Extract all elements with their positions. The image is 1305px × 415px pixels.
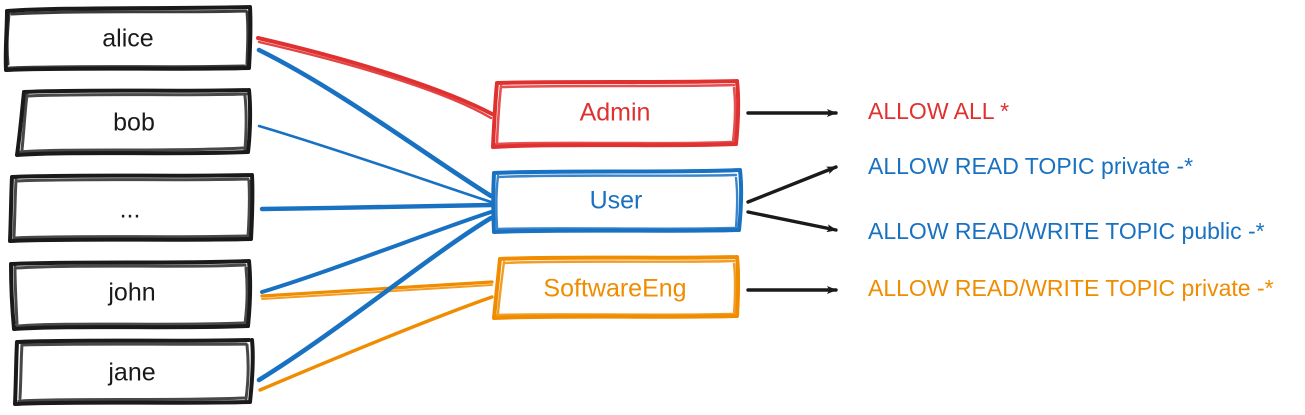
assignment-edges (256, 36, 494, 392)
edge-jane-softwareeng (258, 295, 494, 392)
rule-label-read-private: ALLOW READ TOPIC private -* (868, 153, 1193, 179)
edge-alice-admin (256, 36, 494, 120)
user-label-jane: jane (107, 359, 155, 387)
user-label-john: john (107, 279, 155, 307)
edge-ellipsis-user (259, 202, 494, 212)
user-node-bob[interactable]: bob (15, 88, 253, 157)
edge-bob-user (257, 124, 493, 204)
edge-jane-user (256, 215, 494, 383)
user-label-ellipsis: ... (120, 196, 141, 224)
user-node-ellipsis[interactable]: ... (8, 173, 255, 243)
role-label-admin: Admin (580, 99, 651, 127)
role-node-admin[interactable]: Admin (491, 79, 741, 149)
user-node-jane[interactable]: jane (13, 338, 255, 406)
user-node-john[interactable]: john (9, 259, 253, 331)
arrow-user-read-private (746, 165, 838, 204)
role-label-softwareeng: SoftwareEng (543, 275, 686, 303)
edge-alice-user (256, 47, 494, 199)
rule-label-readwrite-public: ALLOW READ/WRITE TOPIC public -* (868, 218, 1265, 244)
rule-arrows (746, 109, 838, 294)
role-label-user: User (590, 187, 643, 215)
user-label-bob: bob (113, 109, 155, 137)
user-node-alice[interactable]: alice (3, 5, 253, 72)
rule-label-allow-all: ALLOW ALL * (868, 98, 1009, 124)
edge-john-user (260, 210, 493, 294)
arrow-user-readwrite-public (746, 210, 838, 233)
rule-label-readwrite-private: ALLOW READ/WRITE TOPIC private -* (868, 275, 1274, 301)
user-label-alice: alice (102, 25, 153, 53)
role-node-softwareeng[interactable]: SoftwareEng (492, 255, 741, 320)
role-node-user[interactable]: User (491, 168, 744, 234)
